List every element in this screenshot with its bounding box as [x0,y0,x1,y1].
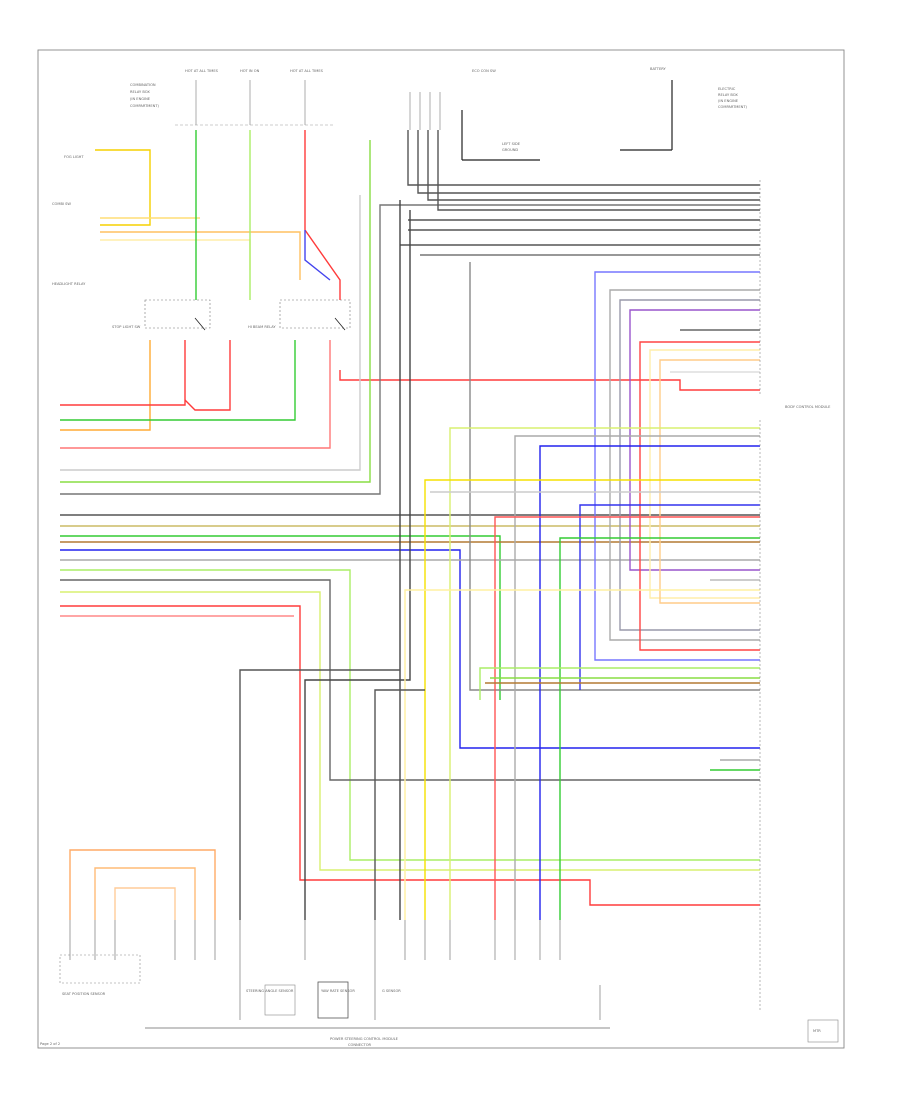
corner-label: MTR [813,1029,821,1033]
svg-text:(IN ENGINE: (IN ENGINE [718,99,739,103]
module-label: BODY CONTROL MODULE [785,405,831,409]
left-4-label: STOP LIGHT SW [112,325,141,329]
svg-text:RELAY BOX: RELAY BOX [130,90,150,94]
svg-text:COMPARTMENT): COMPARTMENT) [130,104,160,108]
left-5-label: HI BEAM RELAY [248,325,276,329]
left-2-label: COMBI SW [52,202,71,206]
left-3-label: HEADLIGHT RELAY [52,282,86,286]
fuse-2-label: HOT IN ON [240,69,260,73]
svg-text:RELAY BOX: RELAY BOX [718,93,738,97]
sensor-c-label: G SENSOR [382,989,401,993]
svg-text:COMBINATION: COMBINATION [130,83,156,87]
sensor-a-label: STEERING ANGLE SENSOR [246,989,294,993]
diagram-frame [37,49,845,1049]
left-component-group: FOG LIGHT COMBI SW HEADLIGHT RELAY STOP … [52,155,276,329]
body-control-module: BODY CONTROL MODULE MTR [759,180,839,1043]
battery-group: BATTERY ELECTRIC RELAY BOX (IN ENGINE CO… [620,67,748,151]
battery-label: BATTERY [650,67,667,71]
bottom-sensor-group: SEAT POSITION SENSOR STEERING ANGLE SENS… [59,954,610,1047]
svg-text:(IN ENGINE: (IN ENGINE [130,97,151,101]
bottom-caption-1: POWER STEERING CONTROL MODULE [330,1037,399,1041]
svg-text:LEFT SIDE: LEFT SIDE [502,142,521,146]
top-fuse-group: HOT AT ALL TIMES HOT IN ON HOT AT ALL TI… [130,69,335,126]
eco-switch-label: ECO CON SW [472,69,496,73]
svg-text:ELECTRIC: ELECTRIC [718,87,736,91]
eco-switch-group: ECO CON SW LEFT SIDE GROUND [409,69,540,161]
svg-text:COMPARTMENT): COMPARTMENT) [718,105,748,109]
wire-group [60,130,760,920]
seat-position-label: SEAT POSITION SENSOR [62,992,106,996]
page-label: Page 2 of 2 [40,1042,60,1046]
fuse-1-label: HOT AT ALL TIMES [185,69,219,73]
fuse-3-label: HOT AT ALL TIMES [290,69,324,73]
left-1-label: FOG LIGHT [64,155,84,159]
svg-text:GROUND: GROUND [502,148,518,152]
bottom-caption-2: CONNECTOR [348,1043,372,1047]
sensor-b-label: YAW RATE SENSOR [321,989,355,993]
